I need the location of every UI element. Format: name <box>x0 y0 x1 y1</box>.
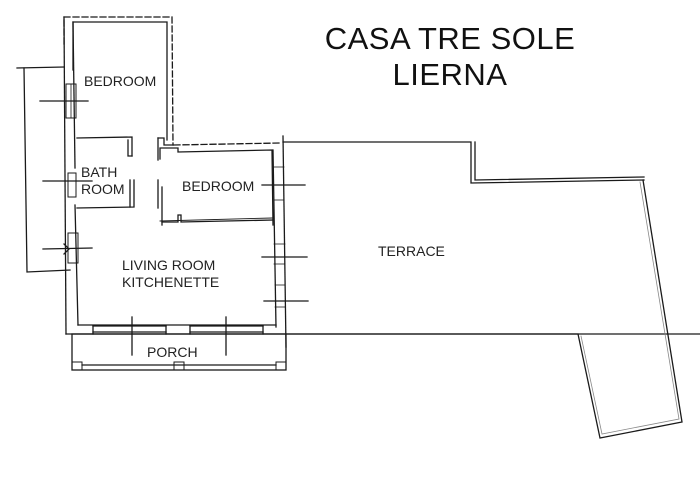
living-room-walls <box>77 316 277 356</box>
room-label-bathroom: BATH ROOM <box>81 164 125 197</box>
room-label-bedroom-1: BEDROOM <box>84 73 156 89</box>
room-label-porch: PORCH <box>147 344 198 360</box>
room-label-bedroom-2: BEDROOM <box>182 178 254 194</box>
room-label-living-room: LIVING ROOM KITCHENETTE <box>122 257 219 290</box>
room-label-terrace: TERRACE <box>378 243 445 259</box>
bathroom-walls <box>76 136 135 209</box>
left-wall <box>63 16 79 335</box>
plan-title-line-1: CASA TRE SOLE <box>324 21 576 56</box>
right-house-wall <box>261 135 309 348</box>
left-balcony-outline <box>16 66 93 273</box>
room-label-living-line2: KITCHENETTE <box>122 274 219 290</box>
terrace-outline <box>282 141 683 439</box>
room-label-bathroom-line1: BATH <box>81 164 117 180</box>
room-label-living-line1: LIVING ROOM <box>122 257 215 273</box>
bedroom-2-walls <box>157 147 274 226</box>
room-label-bathroom-line2: ROOM <box>81 181 125 197</box>
plan-title-line-2: LIERNA <box>392 57 508 92</box>
